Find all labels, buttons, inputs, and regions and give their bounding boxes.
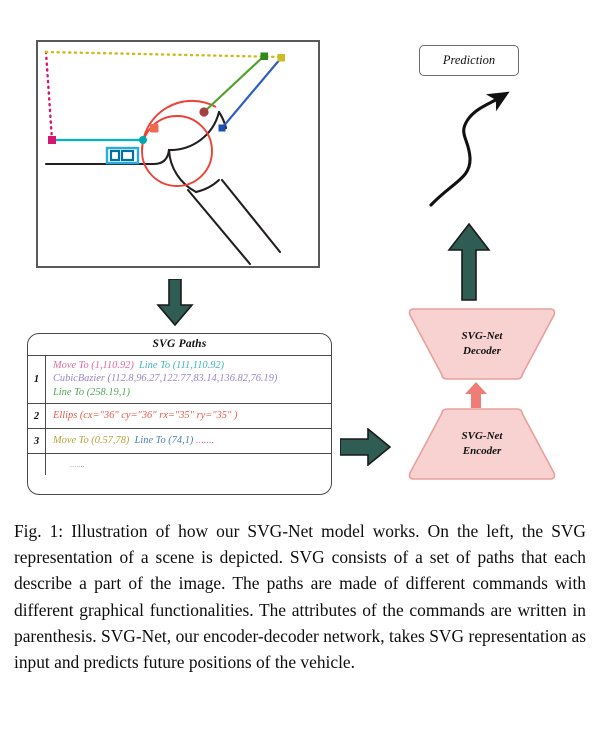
prediction-label: Prediction (442, 53, 496, 67)
svg-paths-table: SVG Paths 1 Move To (1,110.92) Line To (… (27, 333, 332, 495)
cmd-line-to-2: Line To (258.19,1) (53, 386, 130, 398)
table-row: 3 Move To (0.57,78) Line To (74,1) .....… (28, 429, 331, 454)
scene-drawing (44, 50, 285, 266)
table-row: ....... (28, 454, 331, 475)
table-row: 1 Move To (1,110.92) Line To (111,110.92… (28, 356, 331, 404)
cmd-ellipse: Ellips (cx="36" cy="36" rx="35" ry="35" … (53, 410, 238, 422)
cmd-ellipsis-3: ....... (196, 435, 215, 447)
scene-panel (36, 40, 320, 268)
vehicle-icon (105, 146, 140, 165)
waypoint-markers-icon (150, 107, 209, 133)
cmd-move-to: Move To (1,110.92) (53, 360, 134, 371)
cmd-move-to-3: Move To (0.57,78) (53, 435, 130, 447)
cmd-cubic-bezier: CubicBazier (112.8,96.27,122.77,83.14,13… (53, 373, 278, 385)
table-row: 2 Ellips (cx="36" cy="36" rx="35" ry="35… (28, 404, 331, 429)
arrow-encoder-to-decoder (462, 381, 490, 414)
cmd-line-to-3: Line To (74,1) (134, 435, 194, 447)
svg-net-decoder: SVG-Net Decoder (404, 307, 560, 381)
arrow-scene-to-table (155, 278, 195, 332)
prediction-box: Prediction (419, 45, 519, 76)
svg-paths-header: SVG Paths (28, 334, 331, 356)
row-content: Move To (1,110.92) Line To (111,110.92) … (46, 356, 331, 403)
dotted-olive-path-icon (44, 50, 283, 59)
dotted-magenta-path-icon (44, 50, 54, 142)
trajectory-green-icon (203, 52, 268, 113)
row-content: ....... (46, 454, 331, 475)
figure-diagram: SVG Paths 1 Move To (1,110.92) Line To (… (27, 40, 560, 495)
scene-frame (36, 40, 320, 268)
decoder-trapezoid-shape (408, 308, 556, 380)
arrow-table-to-encoder (339, 427, 392, 471)
cmd-line-to: Line To (111,110.92) (139, 360, 225, 371)
figure-caption: Fig. 1: Illustration of how our SVG-Net … (14, 521, 586, 673)
trajectory-blue-icon (218, 54, 285, 132)
row-number: 2 (28, 404, 46, 428)
row-content: Move To (0.57,78) Line To (74,1) ....... (46, 429, 331, 453)
svg-net-encoder: SVG-Net Encoder (404, 407, 560, 481)
trajectory-cyan-icon (48, 136, 147, 144)
row-number: 3 (28, 429, 46, 453)
row-content: Ellips (cx="36" cy="36" rx="35" ry="35" … (46, 404, 331, 428)
encoder-trapezoid-shape (408, 408, 556, 480)
row-number (28, 454, 46, 475)
prediction-curve-arrow (427, 90, 517, 215)
arrow-decoder-to-prediction (447, 222, 491, 307)
cmd-ellipsis-4: ....... (70, 458, 85, 469)
row-number: 1 (28, 356, 46, 403)
road-network-icon (44, 110, 282, 266)
